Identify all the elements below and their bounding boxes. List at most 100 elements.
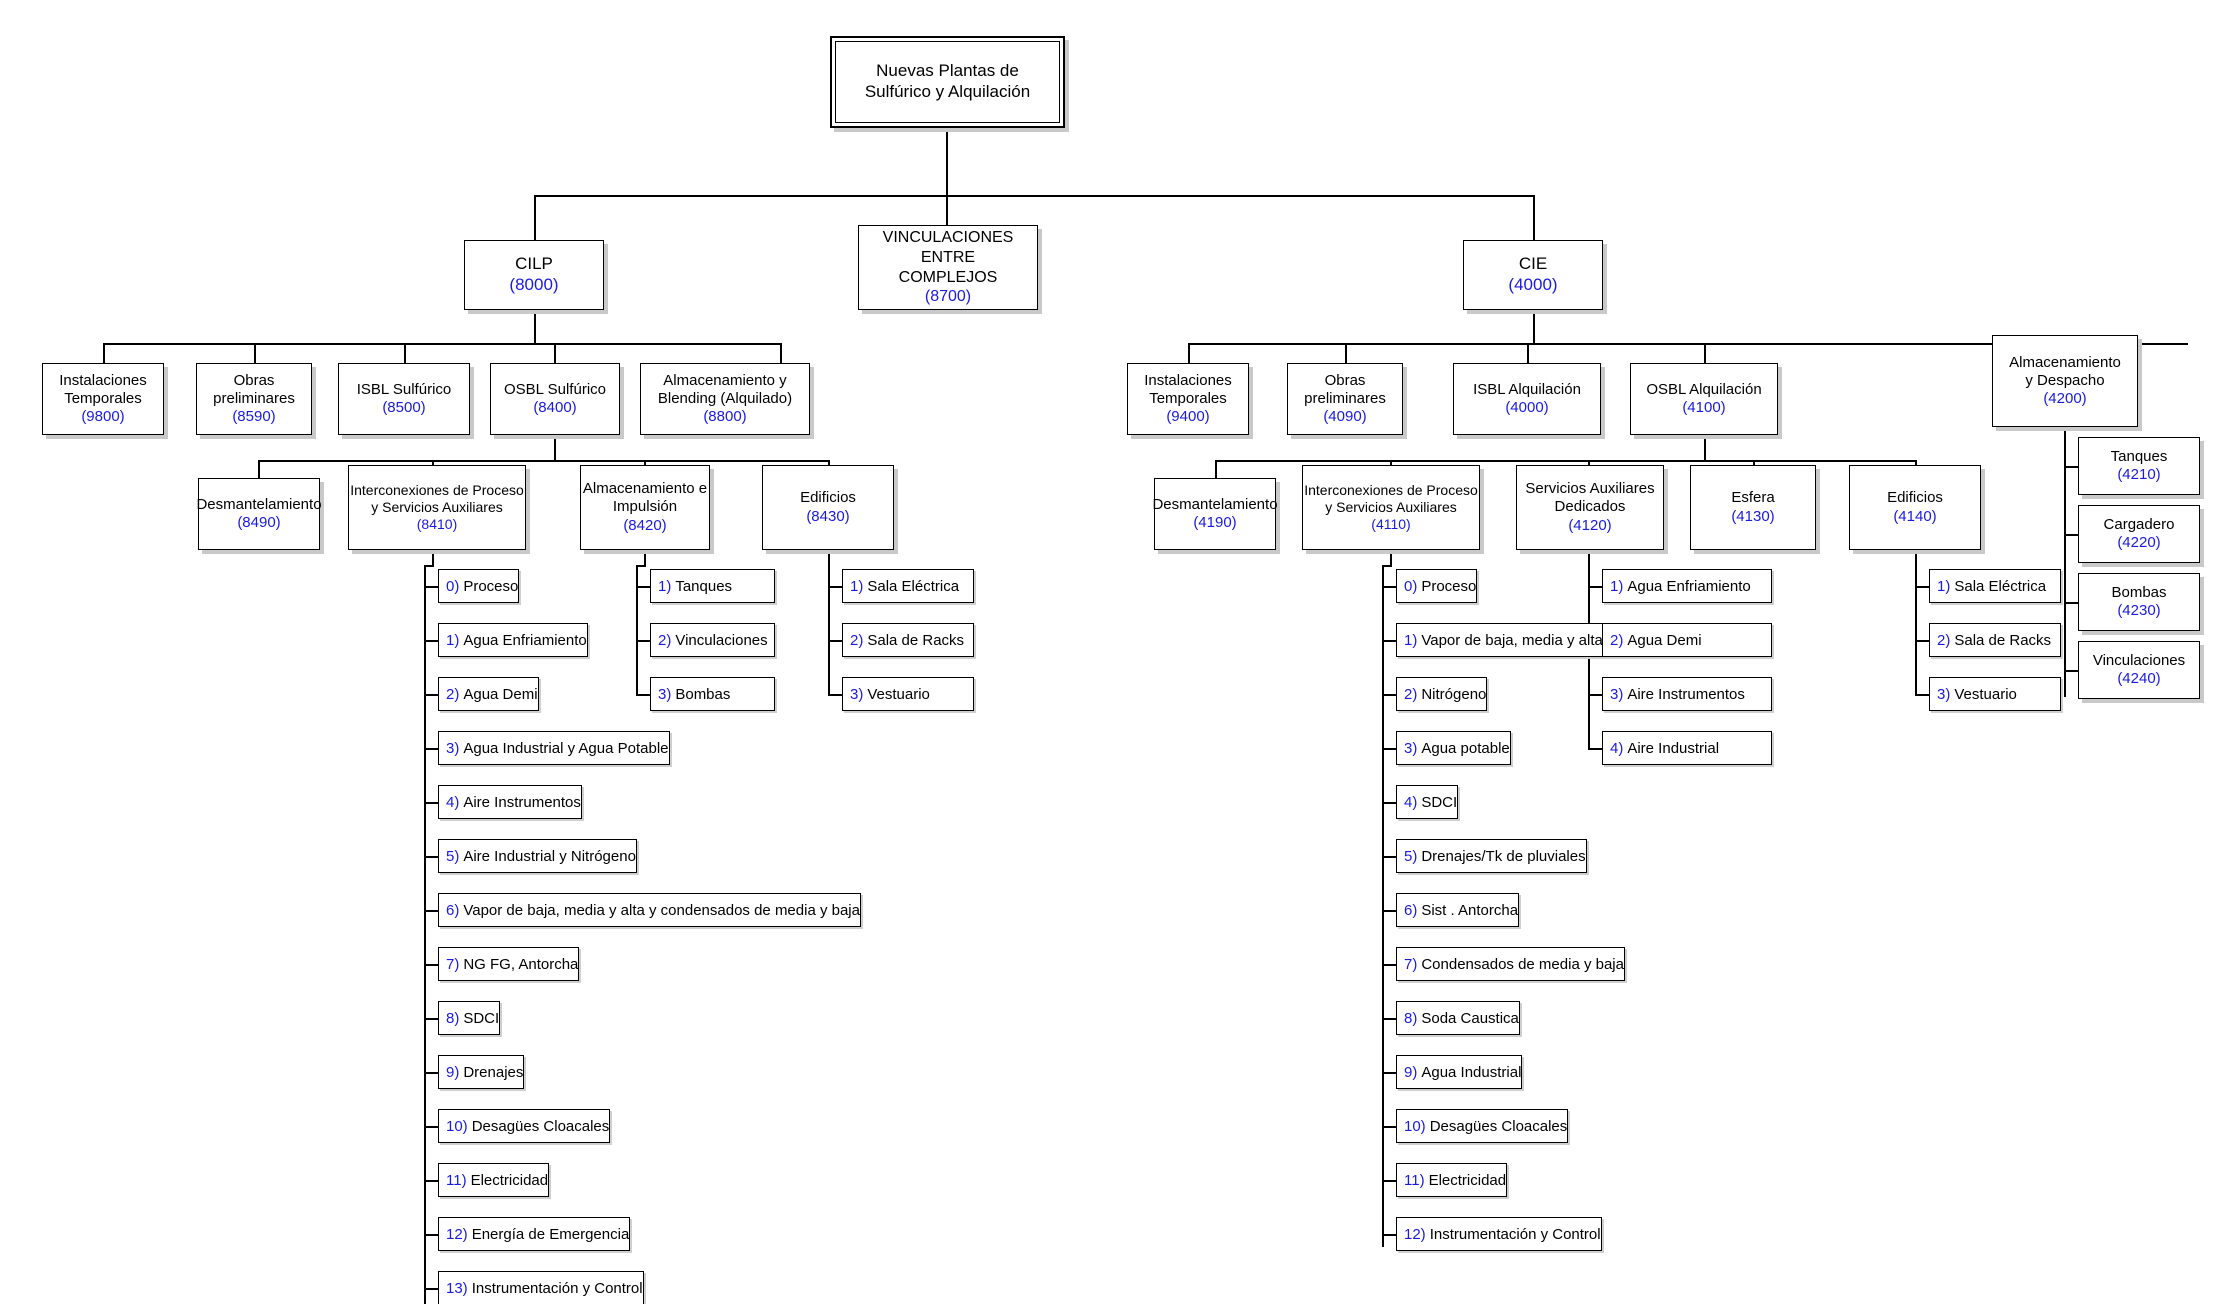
leaf-num: 8) (446, 1009, 460, 1027)
root-node-nuevas-plantas[interactable]: Nuevas Plantas de Sulfúrico y Alquilació… (830, 36, 1065, 128)
node-servicios-auxiliares-dedicados-4120[interactable]: Servicios Auxiliares Dedicados (4120) (1516, 465, 1664, 550)
leaf-8410-9[interactable]: 9) Drenajes (438, 1055, 525, 1089)
leaf-label: NG FG, Antorcha (463, 955, 579, 973)
leaf-num: 3) (1404, 739, 1418, 757)
node-desmantelamiento-4190[interactable]: Desmantelamiento (4190) (1152, 478, 1278, 550)
leaf-8410-6[interactable]: 6) Vapor de baja, media y alta y condens… (438, 893, 861, 927)
node-interconexiones-proceso-4110[interactable]: Interconexiones de Proceso y Servicios A… (1302, 465, 1480, 550)
leaf-4120-1[interactable]: 1) Agua Enfriamiento (1602, 569, 1772, 603)
leaf-8410-2[interactable]: 2) Agua Demi (438, 677, 539, 711)
leaf-8410-13[interactable]: 13) Instrumentación y Control (438, 1271, 644, 1304)
leaf-4110-5[interactable]: 5) Drenajes/Tk de pluviales (1396, 839, 1587, 873)
leaf-label: Drenajes/Tk de pluviales (1421, 847, 1586, 865)
node-interconexiones-proceso-8410[interactable]: Interconexiones de Proceso y Servicios A… (348, 465, 526, 550)
node-cilp[interactable]: CILP (8000) (464, 240, 604, 310)
leaf-4110-12[interactable]: 12) Instrumentación y Control (1396, 1217, 1602, 1251)
leaf-4110-9[interactable]: 9) Agua Industrial (1396, 1055, 1523, 1089)
node-bombas-4230[interactable]: Bombas (4230) (2078, 573, 2200, 631)
connector-tick (2064, 670, 2080, 672)
leaf-4110-6[interactable]: 6) Sist . Antorcha (1396, 893, 1520, 927)
connector-tick (1382, 1234, 1398, 1236)
node-almacenamiento-impulsion-8420[interactable]: Almacenamiento e Impulsión (8420) (580, 465, 710, 550)
node-vinculaciones-entre-complejos[interactable]: VINCULACIONES ENTRE COMPLEJOS (8700) (858, 225, 1038, 310)
leaf-4110-4[interactable]: 4) SDCI (1396, 785, 1459, 819)
node-obras-preliminares-8590[interactable]: Obras preliminares (8590) (196, 363, 312, 435)
node-label: OSBL Sulfúrico (504, 380, 606, 398)
node-osbl-alquilacion-4100[interactable]: OSBL Alquilación (4100) (1630, 363, 1778, 435)
node-cargadero-4220[interactable]: Cargadero (4220) (2078, 505, 2200, 563)
leaf-8410-8[interactable]: 8) SDCI (438, 1001, 501, 1035)
leaf-4140-3[interactable]: 3) Vestuario (1929, 677, 2061, 711)
connector-4110-spine (1382, 565, 1384, 1247)
leaf-label: Instrumentación y Control (471, 1279, 643, 1297)
node-code: (8430) (806, 507, 850, 525)
leaf-num: 4) (1404, 793, 1418, 811)
node-code: (9800) (81, 408, 125, 426)
leaf-num: 6) (1404, 901, 1418, 919)
leaf-8410-3[interactable]: 3) Agua Industrial y Agua Potable (438, 731, 670, 765)
leaf-label: Sala de Racks (1954, 631, 2052, 649)
leaf-8420-3[interactable]: 3) Bombas (650, 677, 775, 711)
leaf-4120-2[interactable]: 2) Agua Demi (1602, 623, 1772, 657)
leaf-8420-2[interactable]: 2) Vinculaciones (650, 623, 775, 657)
node-vinculaciones-4240[interactable]: Vinculaciones (4240) (2078, 641, 2200, 699)
node-label: Edificios (800, 489, 856, 507)
connector-tick (1915, 586, 1931, 588)
node-label: ISBL Alquilación (1473, 380, 1581, 398)
leaf-label: Aire Instrumentos (463, 793, 581, 811)
node-esfera-4130[interactable]: Esfera (4130) (1690, 465, 1816, 550)
leaf-8410-10[interactable]: 10) Desagües Cloacales (438, 1109, 611, 1143)
leaf-8410-4[interactable]: 4) Aire Instrumentos (438, 785, 582, 819)
connector-tick (636, 694, 652, 696)
connector-tick (424, 964, 440, 966)
leaf-num: 5) (446, 847, 460, 865)
leaf-8410-5[interactable]: 5) Aire Industrial y Nitrógeno (438, 839, 637, 873)
node-edificios-8430[interactable]: Edificios (8430) (762, 465, 894, 550)
node-code: (4110) (1371, 516, 1411, 533)
leaf-num: 2) (1404, 685, 1418, 703)
leaf-8410-7[interactable]: 7) NG FG, Antorcha (438, 947, 580, 981)
leaf-8430-1[interactable]: 1) Sala Eléctrica (842, 569, 974, 603)
node-instalaciones-temporales-9800[interactable]: Instalaciones Temporales (9800) (42, 363, 164, 435)
node-almacenamiento-despacho-4200[interactable]: Almacenamiento y Despacho (4200) (1992, 335, 2138, 427)
node-cie[interactable]: CIE (4000) (1463, 240, 1603, 310)
leaf-label: Agua Enfriamiento (463, 631, 587, 649)
leaf-4140-2[interactable]: 2) Sala de Racks (1929, 623, 2061, 657)
leaf-label: Electricidad (1428, 1171, 1507, 1189)
leaf-4110-10[interactable]: 10) Desagües Cloacales (1396, 1109, 1569, 1143)
leaf-8410-11[interactable]: 11) Electricidad (438, 1163, 550, 1197)
leaf-4110-1[interactable]: 1) Vapor de baja, media y alta (1396, 623, 1604, 657)
leaf-label: Sala Eléctrica (867, 577, 960, 595)
node-osbl-sulfurico-8400[interactable]: OSBL Sulfúrico (8400) (490, 363, 620, 435)
node-code: (4100) (1682, 399, 1726, 416)
leaf-label: Vestuario (1954, 685, 2017, 703)
node-instalaciones-temporales-9400[interactable]: Instalaciones Temporales (9400) (1127, 363, 1249, 435)
node-obras-preliminares-4090[interactable]: Obras preliminares (4090) (1287, 363, 1403, 435)
leaf-4120-4[interactable]: 4) Aire Industrial (1602, 731, 1772, 765)
connector-tick (424, 640, 440, 642)
leaf-4110-3[interactable]: 3) Agua potable (1396, 731, 1511, 765)
node-tanques-4210[interactable]: Tanques (4210) (2078, 437, 2200, 495)
leaf-4110-0[interactable]: 0) Proceso (1396, 569, 1478, 603)
leaf-4110-2[interactable]: 2) Nitrógeno (1396, 677, 1488, 711)
leaf-4140-1[interactable]: 1) Sala Eléctrica (1929, 569, 2061, 603)
connector-tick (1915, 694, 1931, 696)
leaf-8410-1[interactable]: 1) Agua Enfriamiento (438, 623, 588, 657)
node-almacenamiento-blending-8800[interactable]: Almacenamiento y Blending (Alquilado) (8… (640, 363, 810, 435)
leaf-4120-3[interactable]: 3) Aire Instrumentos (1602, 677, 1772, 711)
node-isbl-alquilacion-4000[interactable]: ISBL Alquilación (4000) (1453, 363, 1601, 435)
node-isbl-sulfurico-8500[interactable]: ISBL Sulfúrico (8500) (338, 363, 470, 435)
leaf-8430-2[interactable]: 2) Sala de Racks (842, 623, 974, 657)
node-desmantelamiento-8490[interactable]: Desmantelamiento (8490) (196, 478, 322, 550)
leaf-4110-11[interactable]: 11) Electricidad (1396, 1163, 1508, 1197)
leaf-4110-7[interactable]: 7) Condensados de media y baja (1396, 947, 1625, 981)
leaf-4110-8[interactable]: 8) Soda Caustica (1396, 1001, 1520, 1035)
connector-tick (424, 1018, 440, 1020)
leaf-8420-1[interactable]: 1) Tanques (650, 569, 775, 603)
node-edificios-4140[interactable]: Edificios (4140) (1849, 465, 1981, 550)
leaf-8410-0[interactable]: 0) Proceso (438, 569, 520, 603)
node-cilp-label: CILP (515, 254, 553, 274)
leaf-8430-3[interactable]: 3) Vestuario (842, 677, 974, 711)
leaf-8410-12[interactable]: 12) Energía de Emergencia (438, 1217, 631, 1251)
node-label: Edificios (1887, 489, 1943, 507)
